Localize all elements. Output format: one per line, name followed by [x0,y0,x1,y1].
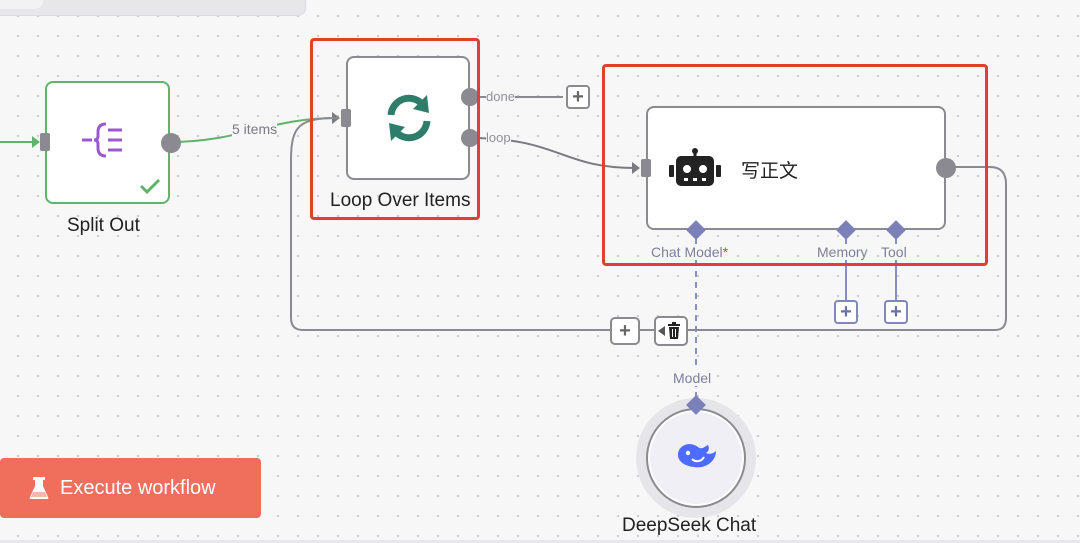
trash-icon [658,322,680,339]
required-asterisk: * [722,244,729,260]
deepseek-label: DeepSeek Chat [622,515,757,536]
agent-title: 写正文 [741,161,799,182]
chat-model-label-text: Chat Model [651,244,723,260]
tool-label: Tool [881,244,907,260]
edge-loop-back [290,117,1007,331]
model-port-label: Model [673,370,712,386]
check-icon [139,177,161,200]
loop-done-output-handle[interactable] [461,88,479,106]
top-toolbar [0,0,306,16]
robot-icon [669,148,721,195]
split-out-label: Split Out [67,215,140,236]
edge-add-node-button[interactable]: + [610,317,640,345]
arrow-loop-to-agent [632,162,640,174]
done-output-label: done [486,89,515,104]
done-add-node-button[interactable]: + [566,85,590,109]
highlight-loop-node [310,38,480,220]
loop-loop-output-handle[interactable] [461,129,479,147]
execute-workflow-button[interactable]: Execute workflow [0,458,261,518]
split-out-icon [80,120,130,165]
loop-input-handle[interactable] [341,109,351,127]
canvas-bottom-border [0,540,1080,543]
edge-delete-button[interactable] [654,316,688,346]
agent-input-handle[interactable] [641,159,651,177]
loop-over-items-label: Loop Over Items [330,190,471,211]
arrow-into-split-out [32,136,40,148]
memory-label: Memory [817,244,868,260]
chat-model-label: Chat Model* [651,244,729,260]
loop-over-items-node[interactable] [346,56,470,180]
tool-add-button[interactable]: + [884,300,908,324]
flask-icon [28,476,50,500]
highlight-agent-node [602,64,988,266]
toolbar-tab[interactable] [0,0,43,9]
items-count-label: 5 items [232,121,278,137]
loop-icon [383,93,435,148]
loop-output-label: loop [486,130,511,145]
memory-add-button[interactable]: + [834,300,858,324]
split-out-input-handle[interactable] [40,133,50,151]
deepseek-whale-icon [674,437,718,476]
split-out-output-handle[interactable] [161,133,181,153]
execute-workflow-label: Execute workflow [60,476,216,499]
agent-output-handle[interactable] [936,158,956,178]
